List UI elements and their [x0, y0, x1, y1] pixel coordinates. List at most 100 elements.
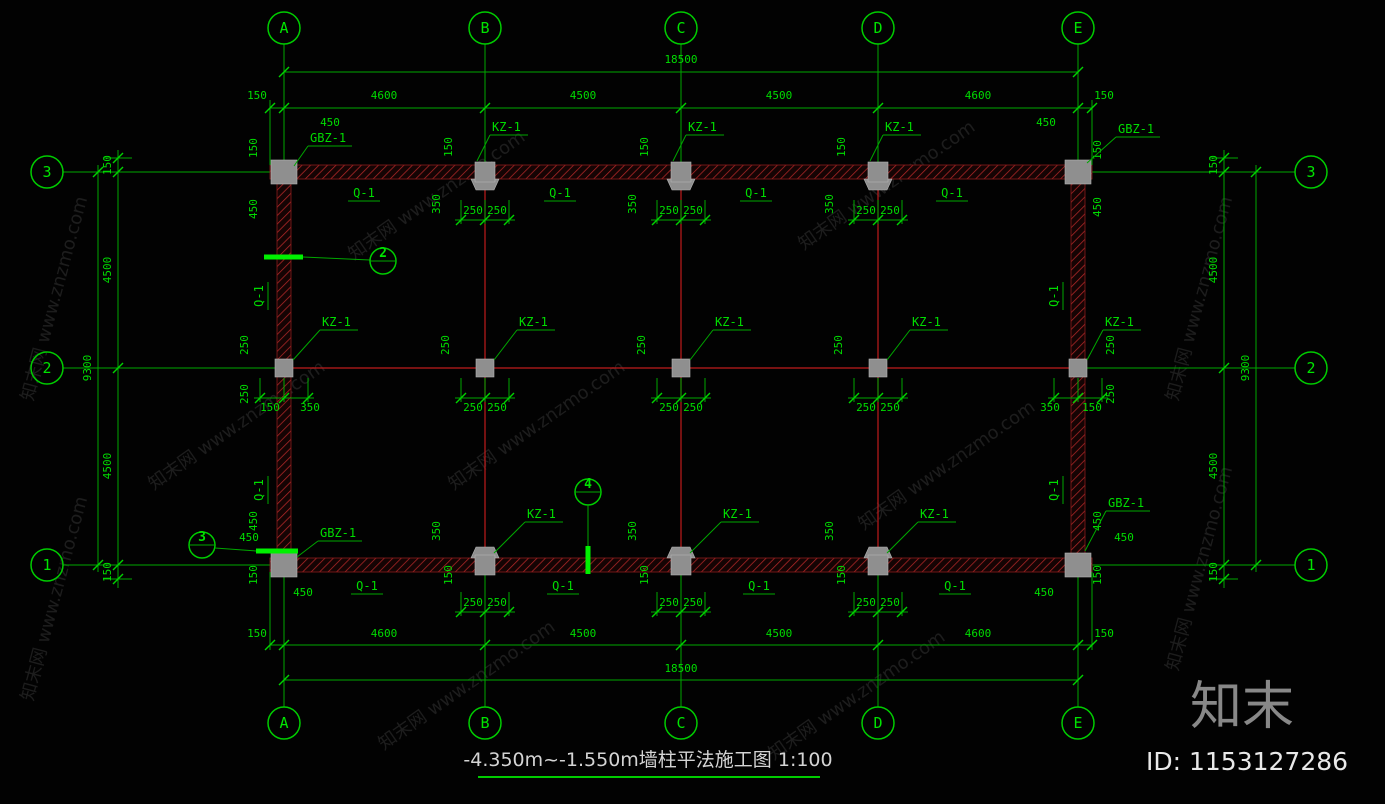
dim-label: 250: [880, 401, 900, 414]
axis-label: 3: [1306, 163, 1315, 181]
kz1-tag: KZ-1: [715, 315, 744, 329]
axis-label: D: [873, 19, 882, 37]
gbz1-tag-e1: GBZ-1: [1084, 496, 1150, 552]
dim-label: 150: [1091, 140, 1104, 160]
axis-bubble-d-bottom: D: [861, 706, 895, 740]
dim-label: 250: [683, 204, 703, 217]
dim-label: 250: [880, 596, 900, 609]
dim-label: 450: [247, 199, 260, 219]
axis-bubble-b-top: B: [468, 11, 502, 45]
axis-label: E: [1073, 19, 1082, 37]
axis-label: 3: [42, 163, 51, 181]
kz1-tag: KZ-1: [492, 120, 521, 134]
dim-label: 350: [823, 521, 836, 541]
dim-label: 150: [247, 565, 260, 585]
dim-label: 150: [247, 89, 267, 102]
axis-bubble-c-top: C: [664, 11, 698, 45]
axis-label: 2: [42, 359, 51, 377]
dimension-lines: [92, 66, 1262, 686]
dim-label: 150: [1082, 401, 1102, 414]
kz1-tag-c3: KZ-1: [672, 120, 724, 162]
dim-label: 150: [247, 627, 267, 640]
dim-label: 4500: [570, 89, 597, 102]
gbz1-tag: GBZ-1: [320, 526, 356, 540]
axis-bubble-2-right: 2: [1294, 351, 1328, 385]
column-b2: [475, 358, 495, 378]
dim-label: 350: [1040, 401, 1060, 414]
dim-label: 150: [1091, 565, 1104, 585]
axis-label: A: [279, 714, 288, 732]
section-number: 3: [198, 530, 206, 545]
axis-bubble-a-top: A: [267, 11, 301, 45]
kz1-tag: KZ-1: [912, 315, 941, 329]
corner-column-a3: [270, 159, 298, 185]
gbz1-tag: GBZ-1: [310, 131, 346, 145]
dimensions-bottom: 150 4600 4500 4500 4600 150 18500: [247, 627, 1114, 675]
dim-label: 150: [260, 401, 280, 414]
q1-tags: Q-1 Q-1 Q-1 Q-1 Q-1 Q-1 Q-1 Q-1 Q-1 Q-1 …: [252, 186, 1064, 595]
q1-tag: Q-1: [252, 282, 269, 310]
axis-bubble-3-left: 3: [30, 155, 64, 189]
column-d1: [867, 554, 889, 576]
dim-label: 450: [320, 116, 340, 129]
dim-label: 4500: [570, 627, 597, 640]
dim-label: 350: [430, 521, 443, 541]
axis-label: D: [873, 714, 882, 732]
q1-tag: Q-1: [544, 186, 576, 202]
dim-label: 250: [1104, 335, 1117, 355]
dim-label: 250: [683, 401, 703, 414]
dim-label: 150: [638, 565, 651, 585]
axis-bubble-2-left: 2: [30, 351, 64, 385]
watermark-text: 知末网 www.znzmo.com: [445, 356, 630, 494]
dim-label: 250: [238, 384, 251, 404]
column-d2: [868, 358, 888, 378]
column-d3: [867, 161, 889, 183]
dim-label: 250: [683, 596, 703, 609]
section-markers: 2 3 4: [188, 246, 602, 574]
axis-label: A: [279, 19, 288, 37]
section-marker-4: 4: [574, 477, 602, 574]
axis-label: B: [480, 714, 489, 732]
axis-bubble-a-bottom: A: [267, 706, 301, 740]
q1-label: Q-1: [745, 186, 767, 200]
watermark-text: 知末网 www.znzmo.com: [145, 356, 330, 494]
dim-label: 150: [1094, 89, 1114, 102]
kz1-tag: KZ-1: [723, 507, 752, 521]
title-block: -4.350m~-1.550m墙柱平法施工图 1:100: [463, 749, 833, 778]
dim-label: 150: [835, 137, 848, 157]
dim-label: 150: [247, 138, 260, 158]
q1-label: Q-1: [353, 186, 375, 200]
column-b3: [474, 161, 496, 183]
gbz1-tag: GBZ-1: [1118, 122, 1154, 136]
axis-bubble-e-top: E: [1061, 11, 1095, 45]
dim-label: 18500: [664, 53, 697, 66]
dimensions-left: 150 4500 4500 150 9300: [81, 155, 114, 582]
dim-label: 150: [442, 137, 455, 157]
watermark-text: 知末网 www.znzmo.com: [17, 494, 92, 703]
corner-column-e3: [1064, 159, 1092, 185]
dimensions-top: 18500 150 4600 4500 4500 4600 150: [247, 53, 1114, 102]
corner-column-e1: [1064, 552, 1092, 578]
q1-label: Q-1: [1047, 479, 1061, 501]
dim-label: 4600: [965, 89, 992, 102]
column-a2: [274, 358, 294, 378]
column-c1: [670, 554, 692, 576]
column-b1: [474, 554, 496, 576]
q1-tag: Q-1: [348, 186, 380, 202]
axis-label: C: [676, 19, 685, 37]
dim-label: 450: [1091, 511, 1104, 531]
section-marker-3: 3: [188, 530, 298, 559]
kz1-tag-a2: KZ-1: [292, 315, 358, 361]
dim-label: 250: [659, 204, 679, 217]
section-number: 2: [379, 246, 387, 261]
q1-tag: Q-1: [1047, 476, 1064, 504]
q1-tag: Q-1: [936, 186, 968, 202]
dim-label: 350: [430, 194, 443, 214]
dim-label: 250: [635, 335, 648, 355]
dim-label: 150: [638, 137, 651, 157]
watermark-text: 知末网 www.znzmo.com: [1162, 464, 1237, 673]
dim-label: 250: [439, 335, 452, 355]
dim-label: 250: [238, 335, 251, 355]
kz1-tag-b1: KZ-1: [493, 507, 563, 554]
